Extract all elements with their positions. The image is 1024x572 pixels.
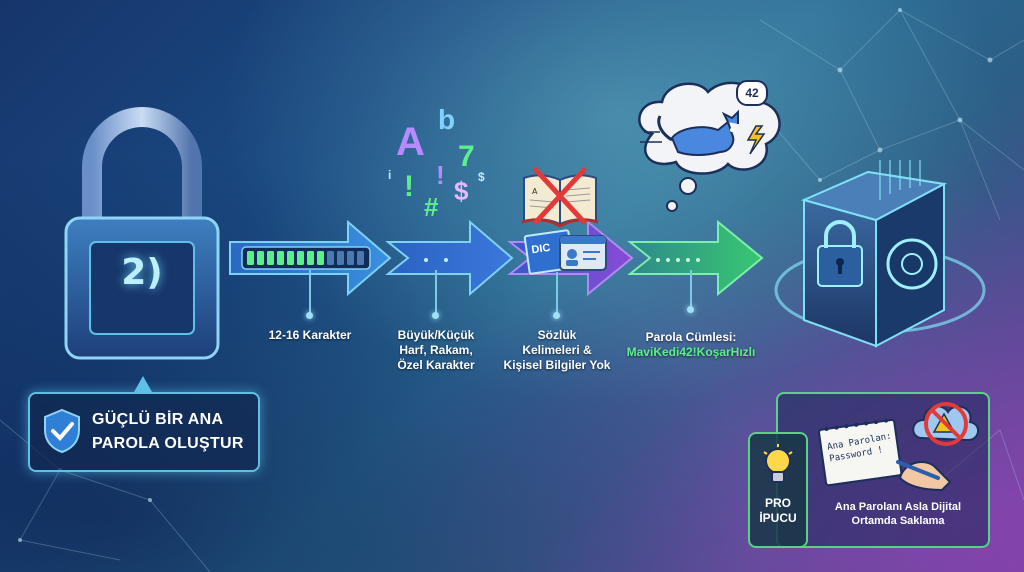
lightbulb-icon [763,444,793,483]
passphrase-example: MaviKedi42!KoşarHızlı [626,345,756,359]
title-box: GÜÇLÜ BİR ANA PAROLA OLUŞTUR [28,392,260,472]
char-b: b [438,104,456,135]
step-2-connector [435,270,437,316]
step-2-line-3: Özel Karakter [397,358,475,372]
char-hash: # [424,192,439,222]
pro-tip-badge: PRO İPUCU [748,432,808,548]
step-2-dot [432,312,439,319]
step-2-label: Büyük/Küçük Harf, Rakam, Özel Karakter [370,328,502,373]
dictionary-badge-text: DIC [530,241,552,257]
arrow-step-2 [385,220,514,297]
char-exclamation-1: ! [404,170,414,203]
step-4-dot [687,306,694,313]
vault-icon [774,160,986,348]
arrow-step-4 [627,220,764,297]
lock-display-text: 2) [121,252,163,293]
cloud-no-icon [912,402,979,446]
title-line-2: PAROLA OLUŞTUR [92,435,244,452]
padlock-icon [64,107,220,360]
step-2-line-1: Büyük/Küçük [397,328,475,342]
pro-tip-label-line-1: PRO [764,496,791,510]
pro-tip-text-line-1: Ana Parolanı Asla Dijital [834,501,962,513]
pro-tip-label: PRO İPUCU [750,496,806,526]
char-exclamation-2: ! [436,160,445,190]
step-3-line-3: Kişisel Bilgiler Yok [503,358,611,372]
id-card-icon [559,235,607,271]
step-3-dot [553,312,560,319]
step-1-line-1: 12-16 Karakter [268,328,352,342]
char-i: i [388,168,392,182]
step-4-label: Parola Cümlesi: MaviKedi42!KoşarHızlı [610,330,772,360]
step-4-connector [690,270,692,310]
pro-tip-text-line-2: Ortamda Saklama [851,515,945,527]
hand-pen-icon [896,460,952,492]
char-dollar-1: $ [454,176,469,206]
step-1-connector [309,270,311,316]
char-dollar-2: $ [478,170,485,184]
title-pointer [134,376,152,392]
lightning-icon [746,125,766,155]
step-2-line-2: Harf, Rakam, [399,343,473,357]
step-1-label: 12-16 Karakter [250,328,370,343]
pro-tip-text: Ana Parolanı Asla Dijital Ortamda Saklam… [808,500,988,528]
pro-tip-box: Ana Parolan: Password ! [776,392,990,548]
cat-icon [640,109,739,156]
title-line-1: GÜÇLÜ BİR ANA [92,411,224,428]
shield-check-icon [44,408,80,454]
pro-tip-label-line-2: İPUCU [759,511,797,525]
length-progress-fill [247,251,324,265]
notepad-icon [818,418,903,486]
thought-number-badge: 42 [736,80,768,106]
char-A: A [396,120,425,164]
step-3-line-2: Kelimeleri & [522,343,592,357]
char-7: 7 [458,140,475,173]
step-3-connector [556,272,558,316]
svg-text:A: A [532,187,538,196]
arrow-flow [229,220,764,297]
thought-cloud [638,81,781,212]
step-3-line-1: Sözlük [537,328,577,342]
step-4-line-1: Parola Cümlesi: [645,330,737,344]
page-title: GÜÇLÜ BİR ANA PAROLA OLUŞTUR [92,408,244,456]
no-dictionary-icon [533,167,587,225]
step-3-label: Sözlük Kelimeleri & Kişisel Bilgiler Yok [484,328,630,373]
step-1-dot [306,312,313,319]
